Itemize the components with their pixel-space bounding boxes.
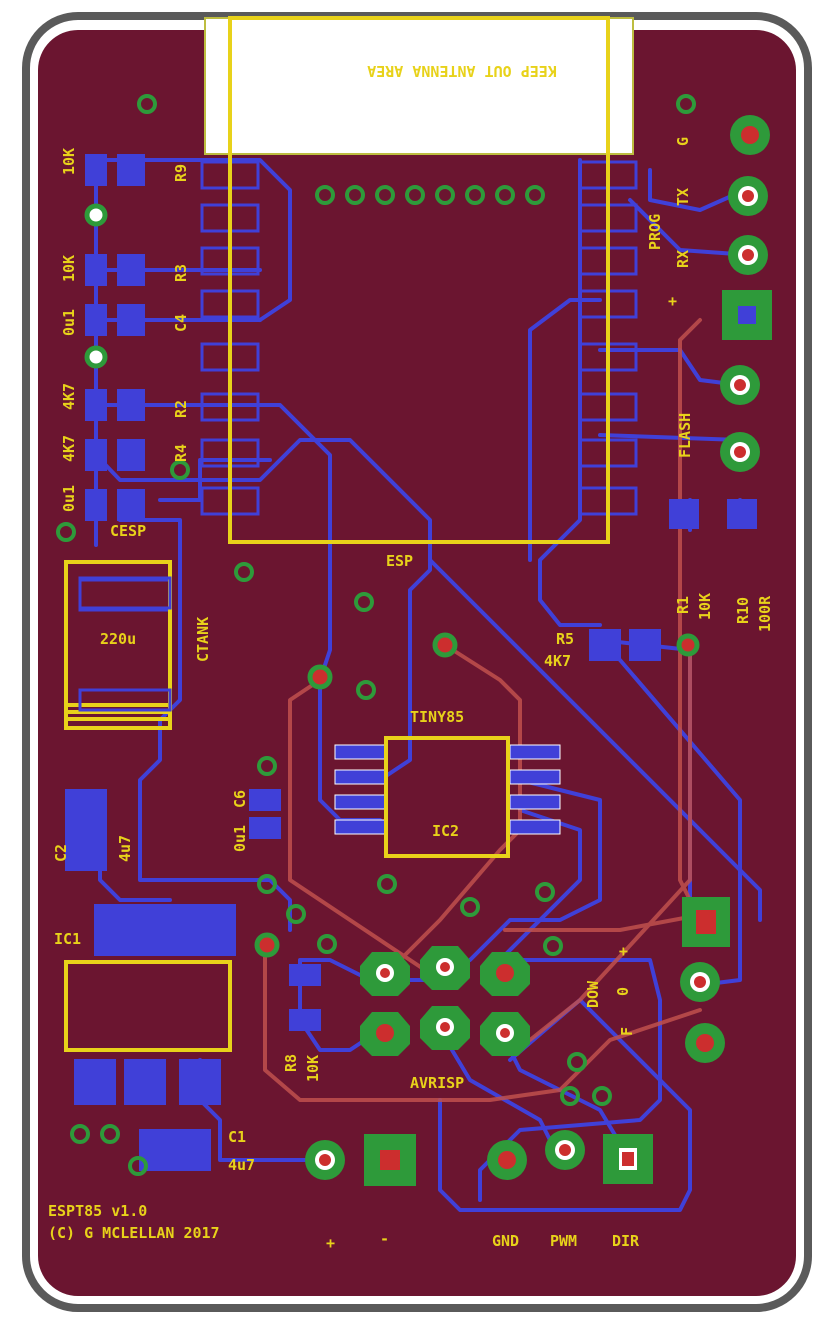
antenna-note: KEEP OUT ANTENNA AREA <box>367 62 557 80</box>
ctank-top-pad <box>78 576 172 610</box>
label-dir: DIR <box>612 1232 640 1250</box>
label-r9-val: 10K <box>60 148 78 175</box>
label-flash: FLASH <box>676 413 694 458</box>
label-header-rx: RX <box>674 250 692 268</box>
label-r3-val: 10K <box>60 255 78 282</box>
label-r8-val: 10K <box>304 1055 322 1082</box>
label-r1: R1 <box>674 596 692 614</box>
label-c1: C1 <box>228 1128 246 1146</box>
smd-pads <box>65 154 757 1171</box>
label-r10-val: 100R <box>756 595 774 632</box>
avrisp-pads <box>360 946 530 1056</box>
label-header-g: G <box>674 137 692 146</box>
label-power-plus: + <box>326 1234 335 1252</box>
label-r5-val: 4K7 <box>544 652 571 670</box>
board-title-line2: (C) G MCLELLAN 2017 <box>48 1224 220 1242</box>
header-pads-right <box>720 115 772 472</box>
label-header-plus: + <box>668 292 677 310</box>
vias <box>56 94 696 1176</box>
label-r9: R9 <box>172 164 190 182</box>
silk-outlines <box>64 16 610 1052</box>
label-prog: PROG <box>646 214 664 250</box>
label-c4-val: 0u1 <box>60 309 78 336</box>
label-c6-val: 0u1 <box>231 825 249 852</box>
label-c1-val: 4u7 <box>228 1156 255 1174</box>
label-c2: C2 <box>52 844 70 862</box>
label-r2: R2 <box>172 400 190 418</box>
header-pads-motor <box>680 897 730 1063</box>
tiny85-pads <box>334 744 561 835</box>
antenna-keepout <box>204 17 634 155</box>
label-r3: R3 <box>172 264 190 282</box>
label-r5: R5 <box>556 630 574 648</box>
board-title-line1: ESPT85 v1.0 <box>48 1202 147 1220</box>
label-c6: C6 <box>231 790 249 808</box>
label-r4-val: 4K7 <box>60 435 78 462</box>
label-c2-val: 4u7 <box>116 835 134 862</box>
board-substrate <box>38 30 796 1296</box>
label-zero: 0 <box>614 987 632 996</box>
label-r8: R8 <box>282 1054 300 1072</box>
label-r1-val: 10K <box>696 593 714 620</box>
label-cesp: CESP <box>110 522 146 540</box>
label-cesp-val: 0u1 <box>60 485 78 512</box>
label-ctank: CTANK <box>194 617 212 662</box>
label-ic2: IC2 <box>432 822 459 840</box>
label-pwm: PWM <box>550 1232 577 1250</box>
label-avrisp: AVRISP <box>410 1074 464 1092</box>
header-pads-bottom <box>305 1130 653 1186</box>
label-tiny85: TINY85 <box>410 708 464 726</box>
label-r2-val: 4K7 <box>60 383 78 410</box>
label-esp: ESP <box>386 552 413 570</box>
label-gnd: GND <box>492 1232 519 1250</box>
label-plus2: + <box>614 947 632 956</box>
label-power-minus: - <box>380 1230 389 1248</box>
label-ic1: IC1 <box>54 930 81 948</box>
label-dow: DOW <box>584 980 602 1008</box>
label-r10: R10 <box>734 597 752 624</box>
label-r4: R4 <box>172 444 190 462</box>
red-vias <box>84 203 700 958</box>
label-ctank-val: 220u <box>100 630 136 648</box>
label-c4: C4 <box>172 314 190 332</box>
label-f: F <box>618 1027 636 1036</box>
ctank-bottom-pad <box>78 688 172 712</box>
silk-labels: 10K R9 10K R3 0u1 C4 4K7 R2 4K7 R4 0u1 C… <box>48 137 774 1252</box>
label-header-tx: TX <box>674 188 692 206</box>
